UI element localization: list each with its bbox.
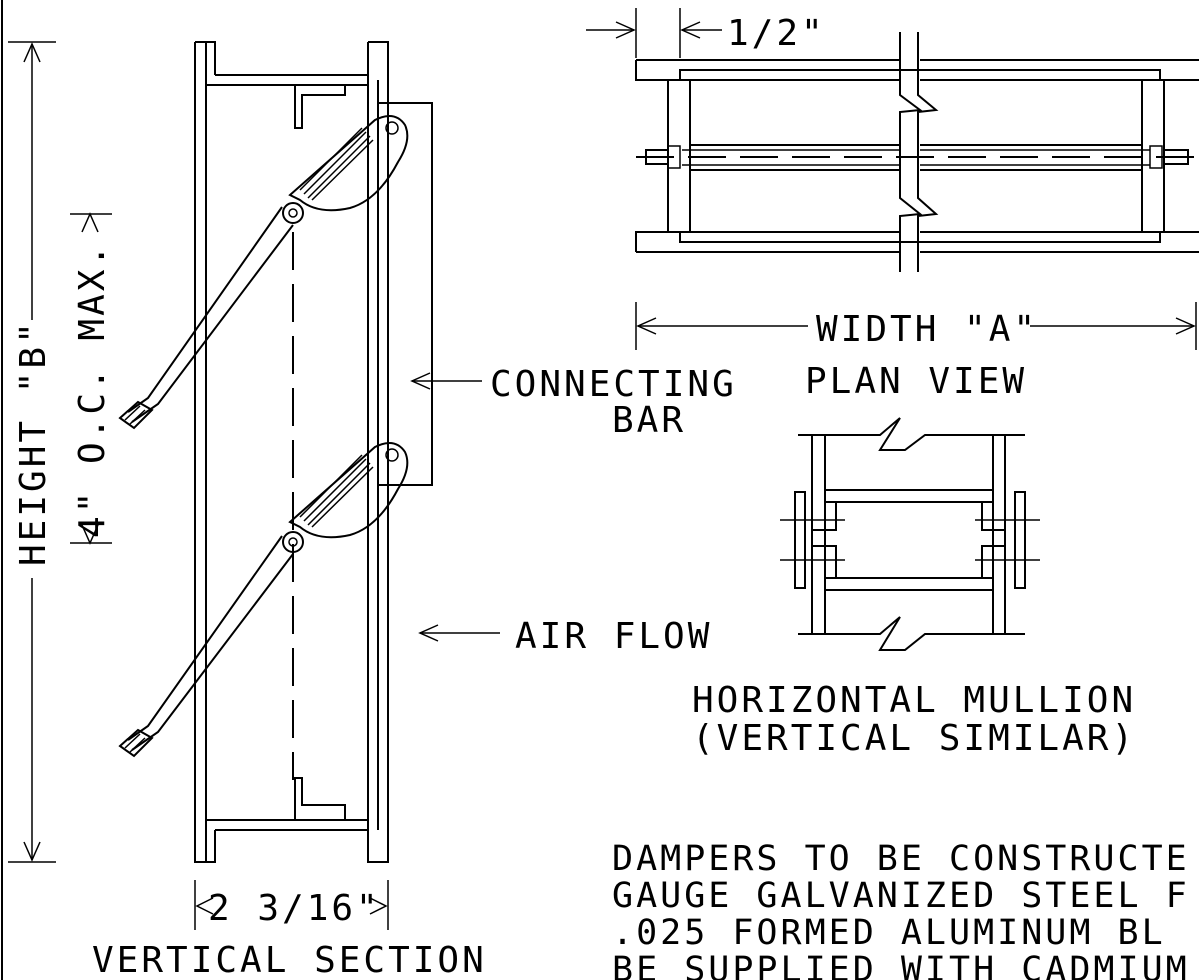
connecting-bar [377, 102, 433, 486]
note-line-3: .025 FORMED ALUMINUM BL [612, 913, 1166, 953]
vertical-section-title: VERTICAL SECTION [92, 940, 487, 980]
note-line-2: GAUGE GALVANIZED STEEL F [612, 876, 1190, 916]
oc-dimension: 4" O.C. MAX. [70, 212, 113, 545]
height-label: HEIGHT "B" [13, 319, 54, 566]
mullion-title-line2: (VERTICAL SIMILAR) [692, 718, 1136, 759]
height-dimension: HEIGHT "B" [8, 41, 56, 863]
depth-label: 2 3/16" [208, 888, 381, 929]
half-inch-label: 1/2" [727, 13, 826, 54]
max-oc-label: 4" O.C. MAX. [72, 242, 113, 538]
specification-notes: DAMPERS TO BE CONSTRUCTE GAUGE GALVANIZE… [612, 839, 1190, 980]
note-line-4: BE SUPPLIED WITH CADMIUM [612, 950, 1190, 980]
plan-view-title: PLAN VIEW [805, 361, 1027, 402]
mullion-title-line1: HORIZONTAL MULLION [692, 680, 1136, 721]
connecting-label-line1: CONNECTING [490, 364, 737, 405]
width-label: WIDTH "A" [816, 309, 1038, 350]
frame-right-flange [367, 41, 389, 863]
note-line-1: DAMPERS TO BE CONSTRUCTE [612, 839, 1190, 879]
lower-blade [118, 442, 409, 758]
air-flow-callout: AIR FLOW [418, 616, 712, 657]
mullion-detail: HORIZONTAL MULLION (VERTICAL SIMILAR) [692, 417, 1136, 759]
connecting-label-line2: BAR [612, 400, 686, 441]
vertical-section: HEIGHT "B" 4" O.C. MAX. 2 3/16" VERTICAL… [8, 41, 487, 980]
plan-view: 1/2" WIDTH "A" PLAN VIEW [586, 8, 1199, 402]
connecting-bar-callout: CONNECTING BAR [410, 364, 737, 441]
upper-blade [118, 115, 409, 430]
air-flow-label: AIR FLOW [515, 616, 712, 657]
depth-dimension: 2 3/16" [194, 880, 389, 930]
